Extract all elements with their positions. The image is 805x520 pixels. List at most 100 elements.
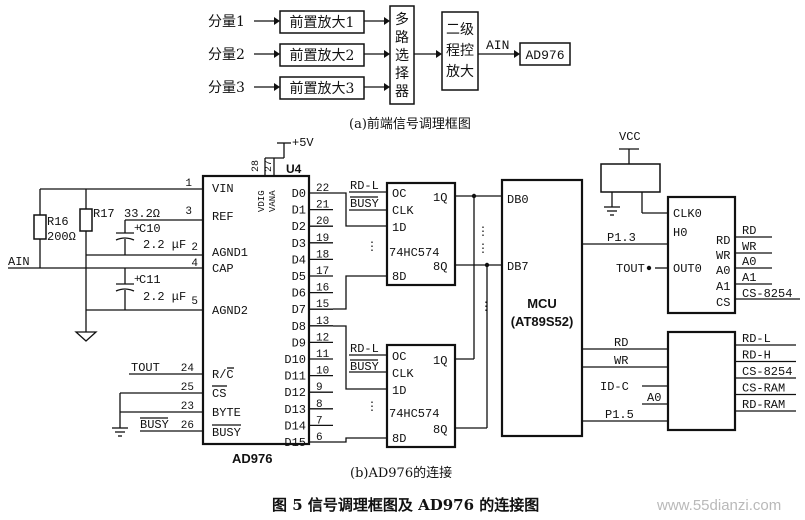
decoder-body: [666, 330, 737, 432]
ad976-pin-d5: D5: [292, 270, 306, 284]
timer-out-a0: A0: [742, 255, 756, 269]
ad976-pin-num-8: 8: [316, 399, 323, 411]
latch-1: OC CLK 1D 8D 1Q 8Q 74HC574 ⋮ RD-L BUSY: [349, 179, 502, 287]
adc-label-a: AD976: [525, 48, 564, 63]
latch-2-1q: 1Q: [433, 354, 447, 368]
ad976-pin-num-6: 6: [316, 432, 323, 444]
c11-plus: +: [134, 274, 141, 286]
decoder-out-cs-8254: CS-8254: [742, 365, 792, 379]
latch-2-body: [385, 343, 457, 449]
timer-out-a1: A1: [742, 271, 756, 285]
c11-value: 2.2 μF: [143, 290, 186, 304]
pin-rc-num: 24: [181, 363, 195, 375]
decoder-out-rd-h: RD-H: [742, 349, 771, 363]
mcu-db0: DB0: [507, 193, 529, 207]
r17-value: 33.2Ω: [124, 207, 160, 221]
latch-1-rdl: RD-L: [350, 179, 379, 193]
latch-1-busy: BUSY: [350, 197, 379, 211]
mux-char-2: 路: [395, 30, 409, 46]
data-route: [333, 325, 387, 390]
timer-a0: A0: [716, 264, 730, 278]
mcu-name: MCU: [527, 296, 557, 311]
latch-1-name: 74HC574: [389, 246, 439, 260]
mcu-block: DB0 DB7 MCU (AT89S52) P1.3 RD WR ID-C A0…: [500, 178, 668, 438]
pin-cap-name: CAP: [212, 262, 234, 276]
latch-1-clk: CLK: [392, 204, 414, 218]
timer-a1: A1: [716, 280, 730, 294]
bus-dots-3: ⋮: [480, 300, 492, 314]
r16-value: 200Ω: [47, 230, 76, 244]
mcu-db7: DB7: [507, 260, 529, 274]
u4-label: U4: [286, 162, 302, 176]
decoder-out-cs-ram: CS-RAM: [742, 382, 785, 396]
decoder-out-rd-l: RD-L: [742, 332, 771, 346]
data-route: [333, 437, 387, 443]
ad976-pin-d15: D15: [284, 436, 306, 450]
ad976-pin-num-7: 7: [316, 415, 323, 427]
pin28-num: 28: [251, 160, 262, 172]
c10-plus: +: [134, 223, 141, 235]
ad976-pin-num-20: 20: [316, 216, 329, 228]
pin-busy-num: 26: [181, 420, 194, 432]
pin-byte-name: BYTE: [212, 406, 241, 420]
ad976-pin-num-12: 12: [316, 332, 329, 344]
pin-rc-name: R/C: [212, 368, 234, 382]
ain-label-b: AIN: [8, 255, 30, 269]
timer-body: [666, 195, 737, 315]
ad976-pin-d6: D6: [292, 287, 306, 301]
latch-2: OC CLK 1D 8D 1Q 8Q 74HC574 ⋮ RD-L BUSY ⋮…: [349, 196, 492, 449]
ad976-pin-d12: D12: [284, 386, 306, 400]
caption-a: (a)前端信号调理框图: [349, 116, 471, 132]
mcu-p13: P1.3: [607, 231, 636, 245]
timer-rd: RD: [716, 234, 730, 248]
ad976-pin-d14: D14: [284, 419, 306, 433]
latch-2-name: 74HC574: [389, 407, 439, 421]
analog-network: AIN R16 200Ω R17 33.2Ω C10 + 2.2 μF C11 …: [8, 188, 203, 437]
ad976-pin-num-15: 15: [316, 299, 329, 311]
bus-dots-1: ⋮: [477, 225, 489, 239]
r17-resistor: [79, 208, 93, 232]
dec-in-p15: P1.5: [605, 408, 634, 422]
dec-in-wr: WR: [614, 354, 628, 368]
latch-2-1d: 1D: [392, 384, 406, 398]
pin-cap-num: 4: [191, 258, 198, 270]
preamp-box-1: [279, 10, 365, 34]
pin-busy-name: BUSY: [212, 426, 241, 440]
vana-label: VANA: [268, 190, 278, 212]
tout-label-b: TOUT: [131, 361, 160, 375]
ad976-pin-d8: D8: [292, 320, 306, 334]
busy-net-label: BUSY: [140, 418, 169, 432]
ad976-name: AD976: [232, 451, 272, 466]
preamp-label-2: 前置放大2: [290, 47, 355, 64]
timer-out0: OUT0: [673, 262, 702, 276]
pin-agnd2-num: 5: [191, 296, 198, 308]
vdig-label: VDIG: [257, 190, 267, 212]
pin-ref-name: REF: [212, 210, 234, 224]
caption-b: (b)AD976的连接: [350, 465, 452, 481]
data-route: [333, 192, 387, 227]
mcu-body: [500, 178, 584, 438]
adc-box-a: [519, 42, 571, 66]
bus-dots-2: ⋮: [477, 242, 489, 256]
ad976-pin-num-16: 16: [316, 283, 329, 295]
timer-h0: H0: [673, 226, 687, 240]
watermark: www.55dianzi.com: [656, 497, 781, 514]
ad976-pin-d11: D11: [284, 370, 306, 384]
latch-2-dots: ⋮: [366, 400, 378, 414]
power-label: +5V: [292, 136, 314, 150]
latch-2-oc: OC: [392, 350, 406, 364]
ad976-pin-num-22: 22: [316, 183, 329, 195]
ground-symbol-1: [74, 331, 98, 342]
ad976-pin-num-13: 13: [316, 316, 329, 328]
ad976-pin-num-9: 9: [316, 382, 323, 394]
r16-label: R16: [47, 215, 69, 229]
mux-char-3: 选: [395, 48, 409, 64]
latch-2-clk: CLK: [392, 367, 414, 381]
preamp-label-1: 前置放大1: [290, 14, 355, 31]
timer-wr: WR: [716, 249, 730, 263]
preamp-box-3: [279, 76, 365, 100]
ad976-pin-d0: D0: [292, 187, 306, 201]
